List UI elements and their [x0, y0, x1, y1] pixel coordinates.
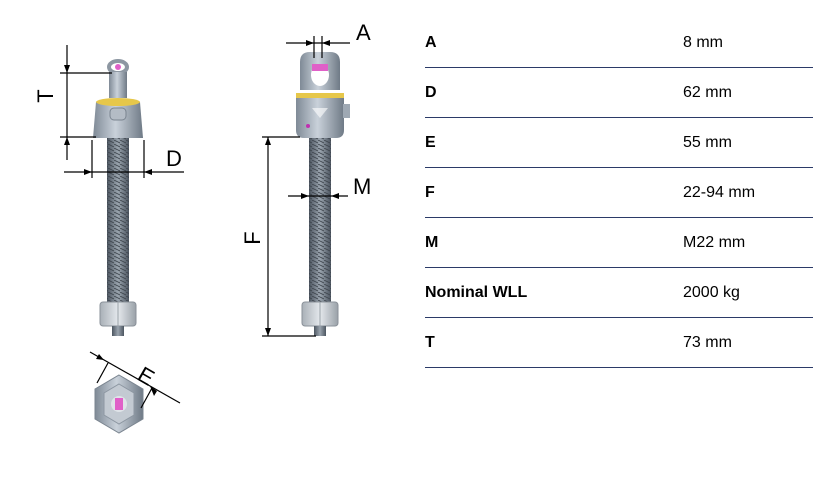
label-d: D [166, 146, 182, 171]
dimension-m [288, 193, 348, 199]
label-m: M [353, 174, 371, 199]
label-f: F [240, 231, 265, 244]
table-row: Nominal WLL 2000 kg [425, 267, 813, 318]
top-view-nut [94, 374, 144, 434]
table-row: M M22 mm [425, 217, 813, 268]
dimension-d [64, 140, 184, 178]
dimension-t [60, 45, 112, 160]
spec-table: A 8 mm D 62 mm E 55 mm F 22-94 mm M M22 … [425, 18, 813, 368]
dimension-a [286, 36, 350, 58]
spec-value: 22-94 mm [683, 167, 813, 218]
spec-value: M22 mm [683, 217, 813, 268]
spec-key: A [425, 18, 683, 68]
spec-value: 2000 kg [683, 267, 813, 318]
label-a: A [356, 20, 371, 45]
table-row: F 22-94 mm [425, 167, 813, 218]
spec-value: 55 mm [683, 117, 813, 168]
spec-value: 8 mm [683, 18, 813, 68]
dimension-f [262, 136, 316, 337]
spec-value: 62 mm [683, 67, 813, 118]
dimension-e [89, 351, 181, 409]
label-t: T [33, 89, 58, 102]
spec-key: Nominal WLL [425, 267, 683, 318]
front-view-bolt [296, 52, 350, 336]
spec-key: M [425, 217, 683, 268]
table-row: D 62 mm [425, 67, 813, 118]
spec-key: E [425, 117, 683, 168]
spec-key: F [425, 167, 683, 218]
side-view-bolt [93, 59, 143, 336]
table-row: T 73 mm [425, 317, 813, 368]
spec-key: D [425, 67, 683, 118]
spec-value: 73 mm [683, 317, 813, 368]
technical-drawing: T D A M [33, 20, 371, 434]
spec-key: T [425, 317, 683, 368]
table-row: E 55 mm [425, 117, 813, 168]
table-row: A 8 mm [425, 18, 813, 68]
